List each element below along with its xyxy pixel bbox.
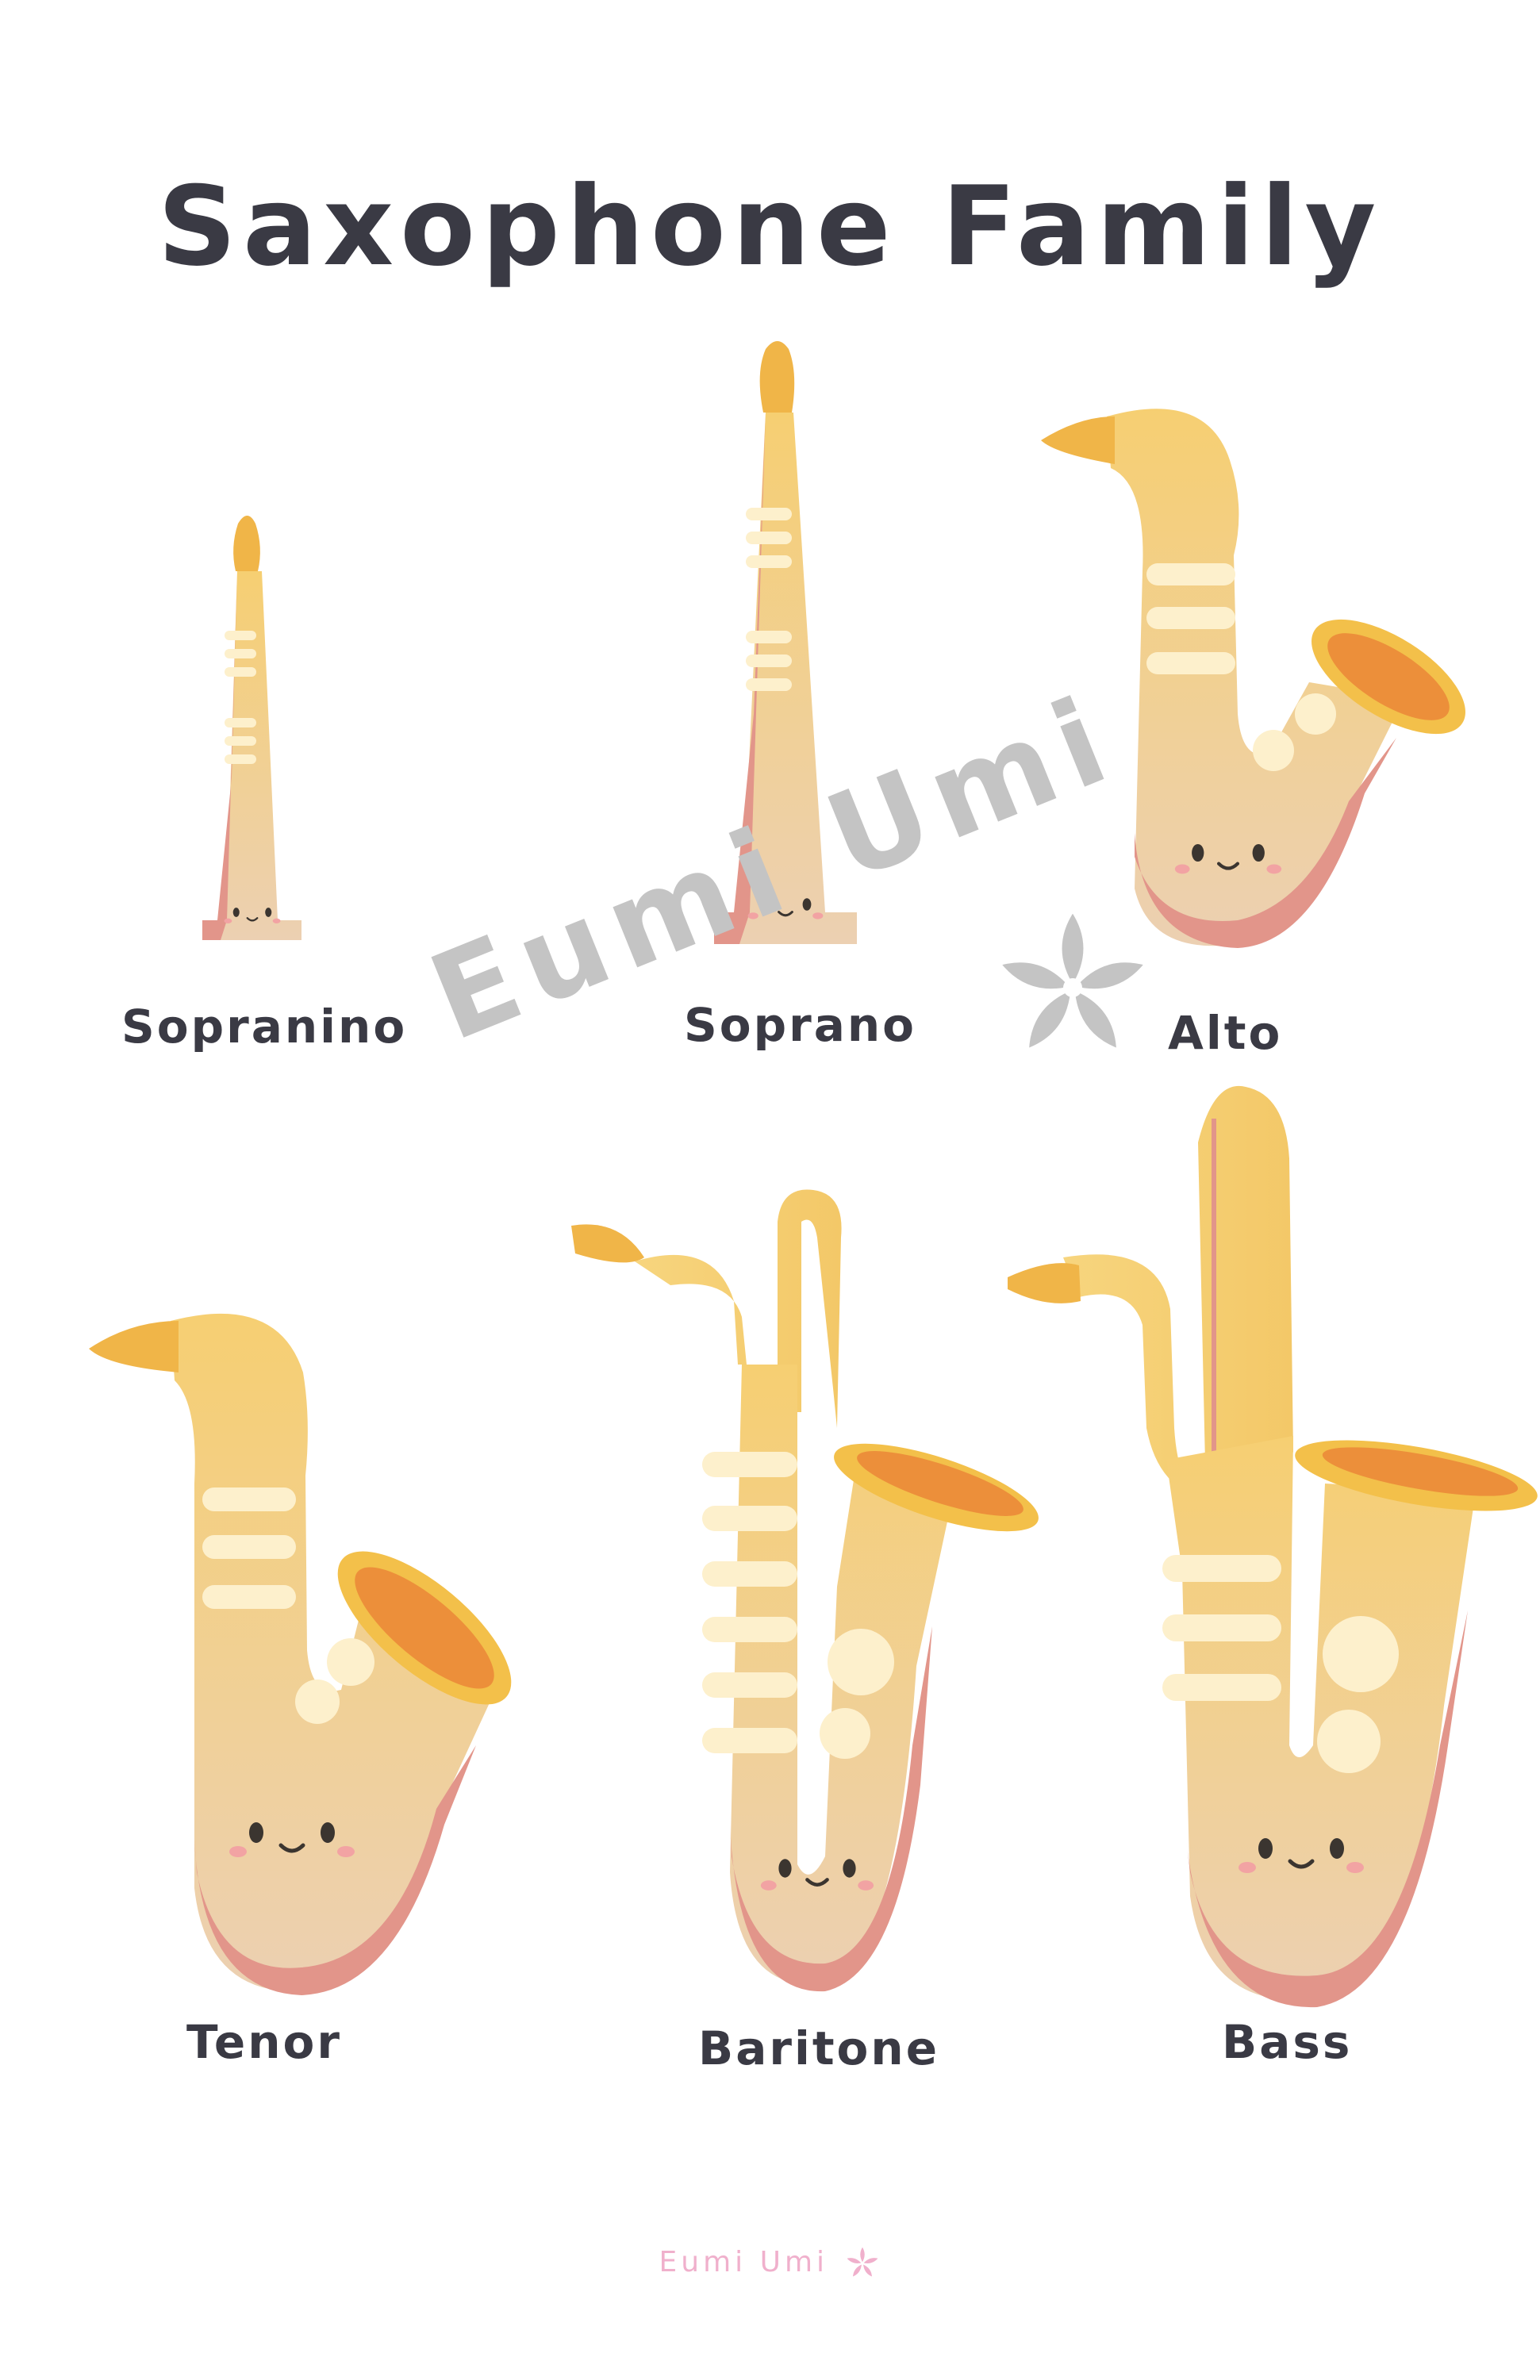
sopranino-saxophone bbox=[202, 516, 301, 940]
flower-icon bbox=[995, 906, 1150, 1054]
alto-saxophone bbox=[1041, 409, 1465, 948]
page-title: Saxophone Family bbox=[157, 163, 1383, 290]
label-sopranino: Sopranino bbox=[121, 1000, 408, 1054]
bass-saxophone bbox=[1008, 1085, 1538, 2008]
tenor-saxophone bbox=[89, 1313, 512, 1995]
footer-text: Eumi Umi bbox=[659, 2246, 829, 2278]
label-bass: Bass bbox=[1222, 2015, 1353, 2069]
baritone-saxophone bbox=[571, 1189, 1039, 1992]
label-tenor: Tenor bbox=[186, 2015, 342, 2069]
label-baritone: Baritone bbox=[698, 2021, 940, 2075]
label-alto: Alto bbox=[1168, 1006, 1283, 1060]
flower-icon bbox=[844, 2245, 881, 2279]
soprano-saxophone bbox=[714, 341, 857, 944]
footer-credit: Eumi Umi bbox=[0, 2245, 1540, 2282]
label-soprano: Soprano bbox=[684, 998, 917, 1052]
